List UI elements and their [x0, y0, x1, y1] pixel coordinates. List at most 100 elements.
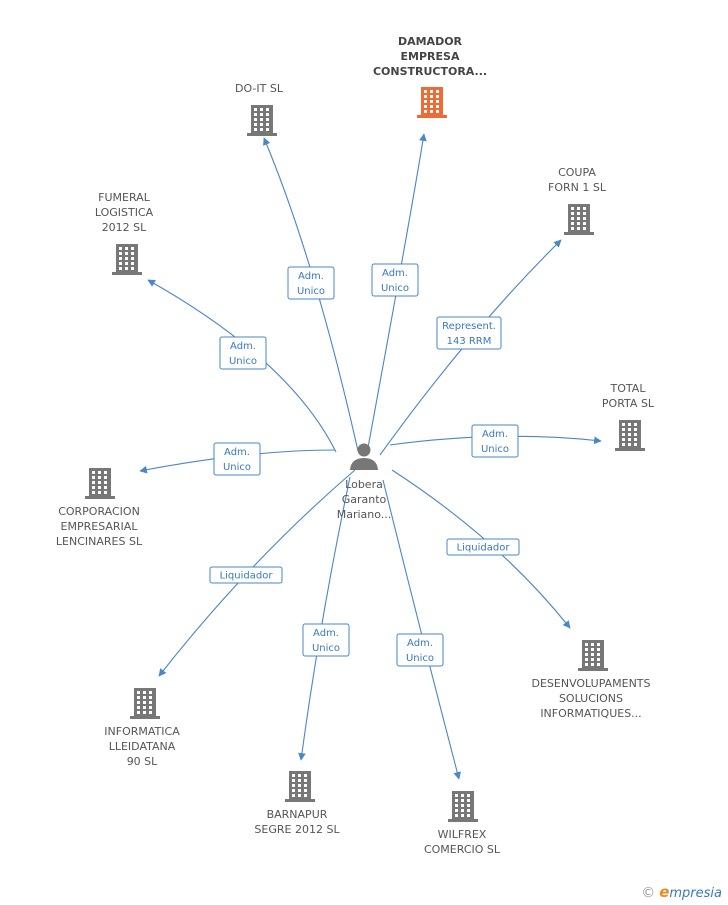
edge-label-box — [302, 623, 350, 657]
edge-barnapur: Adm. Unico — [298, 476, 351, 761]
edge-label-text: Adm. — [230, 341, 256, 352]
building-icon[interactable] — [130, 688, 160, 719]
person-icon — [350, 443, 378, 470]
edge-label-corporacion[interactable]: Adm. Unico — [213, 442, 261, 476]
edge-coupa: Represent. 143 RRM — [379, 239, 562, 456]
edge-label-text: Unico — [481, 444, 509, 455]
company-label: DAMADOR — [398, 35, 463, 48]
building-icon[interactable] — [615, 420, 645, 451]
edge-label-doit[interactable]: Adm. Unico — [287, 266, 335, 300]
company-label: INFORMATIQUES... — [540, 707, 641, 720]
company-label: CONSTRUCTORA... — [373, 65, 487, 78]
company-node-doit[interactable]: DO-IT SL — [235, 82, 284, 136]
edge-label-text: Adm. — [407, 638, 433, 649]
edge-label-barnapur[interactable]: Adm. Unico — [302, 623, 350, 657]
company-label: WILFREX — [438, 828, 487, 841]
edge-label-text: 143 RRM — [447, 336, 492, 347]
edge-doit: Adm. Unico — [263, 137, 359, 452]
building-icon[interactable] — [417, 87, 447, 118]
edge-label-text: Represent. — [442, 321, 496, 332]
edge-label-box — [446, 538, 520, 556]
edge-label-wilfrex[interactable]: Adm. Unico — [396, 633, 444, 667]
company-node-damador[interactable]: DAMADOR EMPRESA CONSTRUCTORA... — [373, 35, 487, 118]
edge-label-fumeral[interactable]: Adm. Unico — [219, 336, 267, 370]
company-node-corporacion[interactable]: CORPORACION EMPRESARIAL LENCINARES SL — [56, 468, 143, 548]
edge-label-text: Adm. — [298, 271, 324, 282]
company-label: LOGISTICA — [95, 206, 154, 219]
edge-label-coupa[interactable]: Represent. 143 RRM — [436, 316, 502, 350]
company-label: SOLUCIONS — [559, 692, 623, 705]
building-icon[interactable] — [85, 468, 115, 499]
person-label: Mariano... — [337, 508, 392, 521]
company-label: EMPRESARIAL — [61, 520, 139, 533]
edge-label-desenvolupaments[interactable]: Liquidador — [446, 538, 520, 556]
building-icon[interactable] — [564, 204, 594, 235]
company-node-total[interactable]: TOTAL PORTA SL — [602, 382, 655, 451]
edge-label-box — [219, 336, 267, 370]
edge-label-damador[interactable]: Adm.Unico — [371, 263, 419, 297]
edge-label-text: Adm. — [482, 429, 508, 440]
edge-label-text: Unico — [312, 643, 340, 654]
company-label: FORN 1 SL — [548, 181, 607, 194]
edge-line — [366, 133, 427, 454]
edge-label-text: Adm. — [224, 447, 250, 458]
edge-damador: Adm.Unico — [366, 133, 427, 454]
brand-logo-e: e — [659, 883, 670, 901]
company-node-desenvolupaments[interactable]: DESENVOLUPAMENTS SOLUCIONS INFORMATIQUES..… — [531, 640, 651, 720]
company-label: DO-IT SL — [235, 82, 284, 95]
company-label: BARNAPUR — [267, 808, 328, 821]
edge-corporacion: Adm. Unico — [139, 442, 336, 476]
edge-label-box — [213, 442, 261, 476]
edge-label-text: Unico — [381, 283, 409, 294]
edge-desenvolupaments: Liquidador — [391, 469, 571, 629]
edge-informatica: Liquidador — [158, 469, 356, 677]
edge-label-text: Unico — [297, 286, 325, 297]
company-label: INFORMATICA — [104, 725, 180, 738]
company-label: DESENVOLUPAMENTS — [531, 677, 650, 690]
building-icon[interactable] — [112, 244, 142, 275]
building-icon[interactable] — [448, 791, 478, 822]
company-label: PORTA SL — [602, 397, 655, 410]
company-label: LENCINARES SL — [56, 535, 143, 548]
edge-fumeral: Adm. Unico — [147, 279, 337, 453]
company-node-fumeral[interactable]: FUMERAL LOGISTICA 2012 SL — [95, 191, 154, 275]
brand-logo-text: mpresia — [669, 886, 722, 901]
person-label: Lobera — [345, 478, 383, 491]
company-label: CORPORACION — [58, 505, 140, 518]
edge-label-box — [287, 266, 335, 300]
edge-label-text: Liquidador — [220, 571, 274, 582]
company-label: FUMERAL — [98, 191, 151, 204]
company-label: SEGRE 2012 SL — [254, 823, 340, 836]
edge-label-box — [371, 263, 419, 297]
edge-label-total[interactable]: Adm. Unico — [471, 424, 519, 458]
edge-label-box — [209, 566, 283, 584]
building-icon[interactable] — [247, 105, 277, 136]
edge-label-informatica[interactable]: Liquidador — [209, 566, 283, 584]
company-label: EMPRESA — [401, 50, 460, 63]
company-label: 90 SL — [127, 755, 158, 768]
edge-line — [382, 479, 461, 780]
building-icon[interactable] — [285, 771, 315, 802]
edge-label-text: Liquidador — [457, 543, 511, 554]
edge-label-text: Unico — [223, 462, 251, 473]
edge-label-box — [471, 424, 519, 458]
company-node-barnapur[interactable]: BARNAPUR SEGRE 2012 SL — [254, 771, 340, 836]
edge-total: Adm. Unico — [389, 424, 602, 458]
company-label: TOTAL — [610, 382, 647, 395]
edge-label-text: Unico — [406, 653, 434, 664]
company-label: 2012 SL — [102, 221, 147, 234]
person-node[interactable]: LoberaGarantoMariano... — [337, 443, 392, 522]
building-icon[interactable] — [578, 640, 608, 671]
edge-label-text: Unico — [229, 356, 257, 367]
person-label: Garanto — [342, 493, 387, 506]
company-label: LLEIDATANA — [109, 740, 176, 753]
edge-label-text: Adm. — [313, 628, 339, 639]
company-node-informatica[interactable]: INFORMATICA LLEIDATANA 90 SL — [104, 688, 180, 768]
edge-line — [298, 476, 351, 761]
empresia-watermark: ©empresia — [641, 883, 722, 901]
edge-label-box — [396, 633, 444, 667]
copyright-icon: © — [641, 885, 656, 901]
